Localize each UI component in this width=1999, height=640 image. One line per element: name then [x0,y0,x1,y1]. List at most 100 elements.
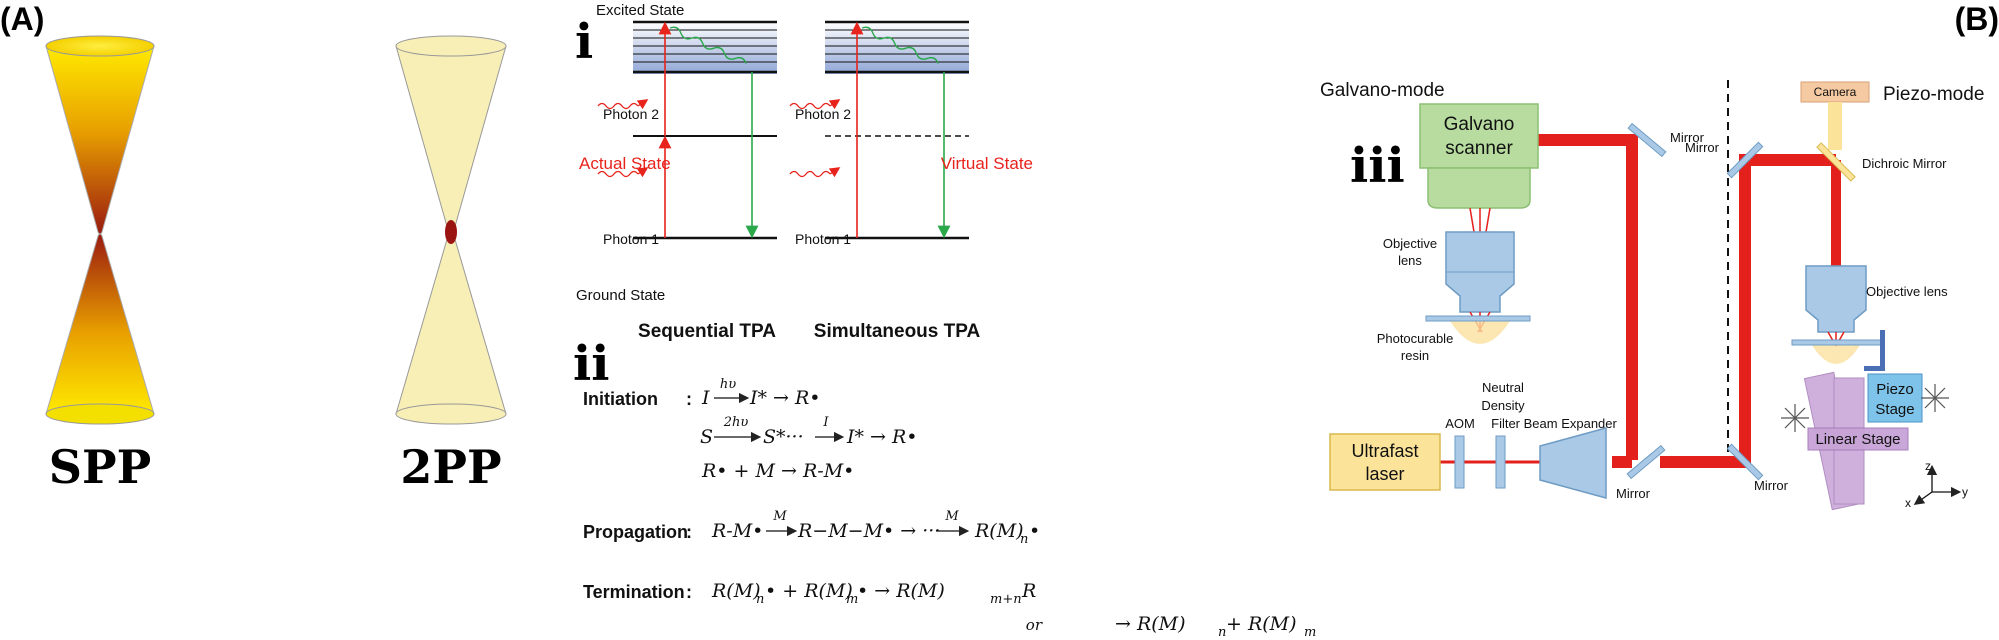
term1-sub2: m [846,592,858,607]
beam-expander [1539,427,1607,499]
camera-beam [1828,102,1842,150]
init-eq2-over: 2hυ [723,415,749,430]
objective-lens-label-2: lens [1398,253,1422,268]
ultrafast-laser [1329,433,1441,491]
init-eq2-reactant: S [700,426,713,448]
propagation-colon: : [686,522,692,542]
mirror-left [1726,141,1764,179]
resin-substrate [1425,315,1531,322]
init-eq1-product: I* → R• [749,387,821,409]
linear-stage-label: Linear Stage [1815,431,1900,448]
term2-b: + R(M) [1226,613,1297,635]
simultaneous-tpa-diagram [789,20,969,240]
aom [1454,435,1465,489]
piezo-stage [1867,373,1923,423]
term1-c: • → R(M) [857,580,945,602]
piezo-substrate [1791,339,1883,346]
focal-voxel [445,220,457,244]
sequential-tpa-caption: Sequential TPA [638,321,776,342]
mirror-top [1627,122,1667,158]
photon2-label-right: Photon 2 [795,106,851,122]
prop-middle: R−M−M• → ··· [797,520,940,542]
subpanel-i-label: i [575,14,593,70]
initiation-label: Initiation [583,389,658,409]
axis-z-label: z [1925,459,1931,473]
piezo-stage-mount [1864,330,1885,371]
init-eq2-over2: I [822,415,829,430]
neutral-density-label-1: Neutral [1482,380,1524,395]
mirror-bottom [1626,444,1666,480]
prop-product-dot: • [1029,520,1040,542]
excited-state-label: Excited State [596,2,684,19]
galvano-scanner [1419,103,1539,169]
term1-a: R(M) [711,580,761,602]
photocurable-label-1: Photocurable [1377,331,1454,346]
filter-beam-expander-label: Filter Beam Expander [1491,416,1617,431]
aom-label: AOM [1445,416,1475,431]
init-eq3: R• + M → R-M• [701,460,854,482]
actual-state-label: Actual State [579,154,671,173]
piezo-resin-glow [1810,342,1862,364]
axis-y-label: y [1962,485,1968,499]
term1-d: R [1021,580,1036,602]
photocurable-label-2: resin [1401,348,1429,363]
term1-sub1: n [756,592,764,607]
scan-beams [1469,207,1491,233]
resin-glow [1448,318,1512,344]
termination-label: Termination [583,582,685,602]
axis-triad-icon [1913,464,1962,506]
objective-lens-right-label: Objective lens [1866,284,1948,299]
galvano-scanner-label-2: scanner [1445,138,1513,159]
spp-caption: SPP [49,440,151,494]
prop-over2: M [944,509,959,524]
virtual-state-label: Virtual State [941,154,1033,173]
simultaneous-tpa-caption: Simultaneous TPA [814,321,981,342]
piezo-mode-label: Piezo-mode [1883,84,1984,105]
nd-filter [1495,435,1506,489]
photon2-label-left: Photon 2 [603,106,659,122]
galvano-scanner-label-1: Galvano [1444,114,1515,135]
term1-b: • + R(M) [765,580,853,602]
objective-lens-piezo [1805,265,1867,333]
propagation-label: Propagation [583,522,688,542]
termination-colon: : [686,582,692,602]
ultrafast-laser-label-1: Ultrafast [1351,441,1418,461]
tpp-caption: 2PP [400,440,501,494]
mirror-top-label: Mirror [1670,130,1705,145]
move-arrows-icon-right [1921,384,1949,412]
term2-a: → R(M) [1115,613,1186,635]
camera-label: Camera [1814,85,1857,99]
galvano-mode-label: Galvano-mode [1320,80,1445,101]
ultrafast-laser-label-2: laser [1365,464,1404,484]
spp-cone [45,35,155,425]
prop-product-sub: n [1020,532,1028,547]
term1-sub3: m+n [990,592,1022,607]
axis-x-label: x [1905,496,1911,510]
sequential-tpa-diagram [597,20,777,240]
panel-b-label: (B) [1955,1,1999,37]
linear-stage [1807,427,1909,451]
ground-state-label: Ground State [576,287,665,304]
term2-sub2: m [1304,625,1316,640]
subpanel-iii-label: iii [1350,138,1405,194]
prop-reactant: R-M• [711,520,763,542]
init-eq1-over: hυ [720,377,736,392]
move-arrows-icon-left [1781,404,1809,432]
term2-sub1: n [1218,625,1226,640]
term2-or: or [1026,616,1043,634]
tpp-cone [395,35,507,425]
neutral-density-label-2: Density [1481,398,1525,413]
galvano-scan-head [1427,167,1531,209]
init-eq1-reactant: I [701,387,710,409]
dichroic-mirror-label: Dichroic Mirror [1862,156,1947,171]
piezo-stage-label-2: Stage [1875,401,1914,418]
dichroic-mirror [1816,142,1856,182]
mirror-left-label: Mirror [1685,140,1720,155]
photon1-label-left: Photon 1 [603,231,659,247]
panel-a-label: (A) [0,1,44,37]
piezo-stage-label-1: Piezo [1876,381,1914,398]
mirror-bottom-right-label: Mirror [1754,478,1789,493]
subpanel-ii-label: ii [573,336,609,392]
photon1-label-right: Photon 1 [795,231,851,247]
